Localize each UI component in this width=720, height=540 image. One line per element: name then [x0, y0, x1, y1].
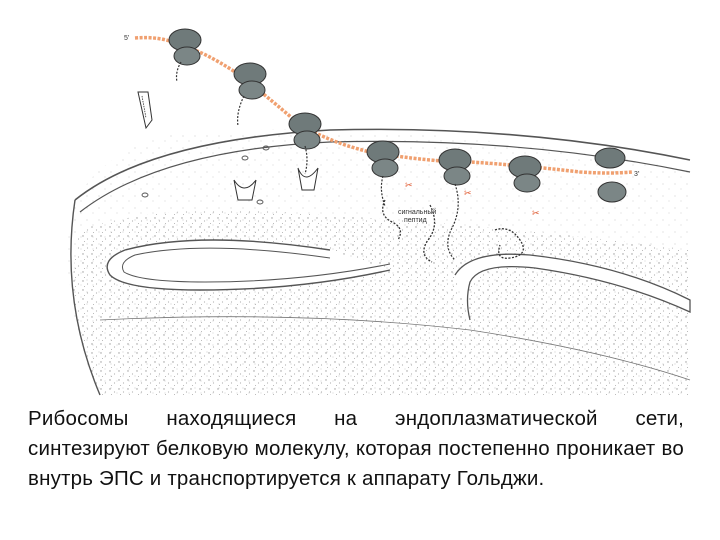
mrna-3-prime-label: 3' — [634, 171, 639, 178]
signal-peptide-label: сигнальный — [398, 208, 436, 216]
cleavage-mark: ✂ ✂ ✂ — [405, 181, 540, 219]
ribosome — [168, 28, 202, 83]
svg-text:✂: ✂ — [464, 189, 472, 199]
srp-receptor — [233, 179, 257, 201]
caption-text: Рибосомы находящиеся на эндоплазматическ… — [28, 407, 684, 490]
svg-text:✂: ✂ — [532, 209, 540, 219]
ribosome — [594, 147, 627, 203]
polypeptide-chain — [382, 199, 524, 263]
ribosome — [508, 155, 542, 193]
er-cisterna — [106, 239, 391, 291]
membrane-pore — [141, 145, 270, 205]
translocon — [297, 167, 319, 191]
srp-particle — [137, 91, 153, 130]
svg-text:✂: ✂ — [405, 181, 413, 191]
mrna-5-prime-label: 5' — [124, 35, 129, 42]
ribosome — [233, 62, 267, 127]
ribosome — [438, 148, 472, 261]
ribosome — [288, 112, 322, 175]
er-ribosome-diagram: 5' 3' ✂ ✂ ✂ сигнальный — [68, 28, 691, 396]
ribosome — [366, 140, 400, 207]
signal-peptide-label-2: пептид — [404, 217, 427, 224]
er-membrane — [68, 128, 691, 396]
